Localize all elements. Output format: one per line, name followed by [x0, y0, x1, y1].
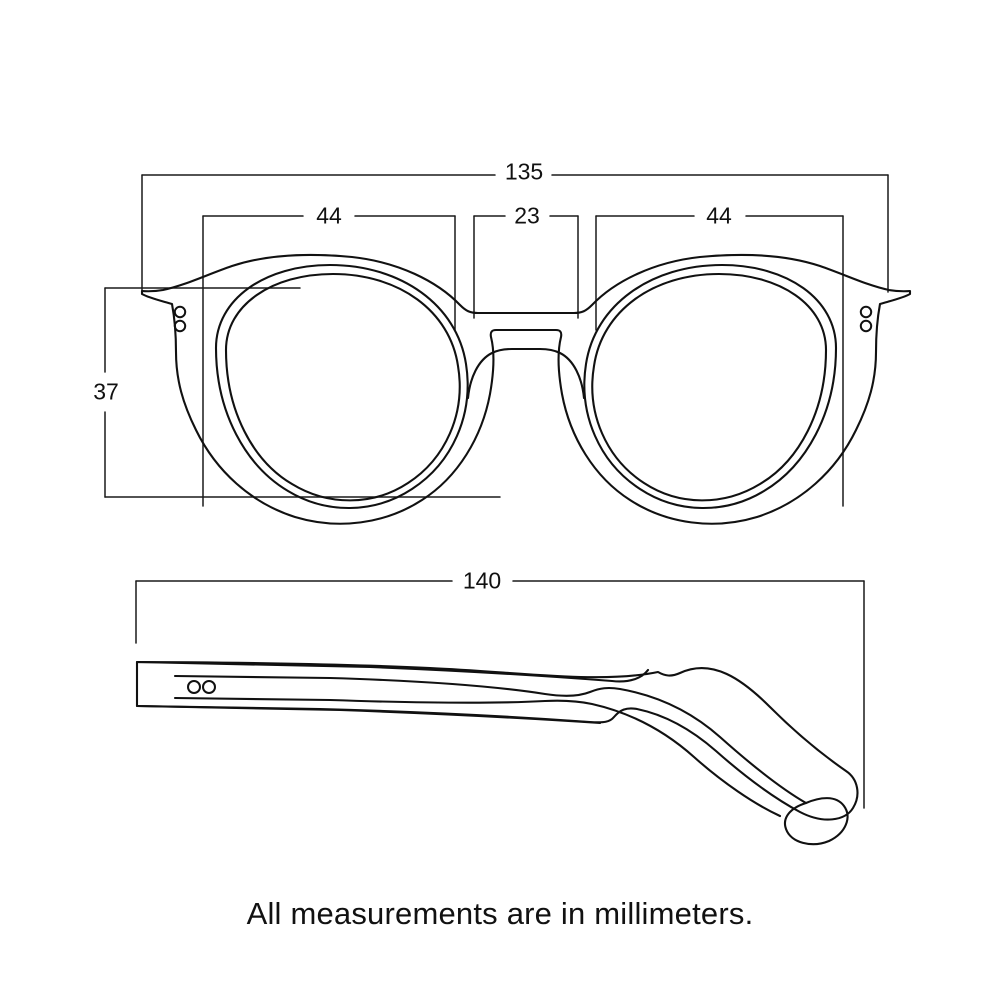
temple-rivet-right [202, 680, 216, 694]
left-lens-inner-rim [224, 272, 461, 502]
left-rivet-bottom [173, 319, 187, 333]
right-lens-outer-rim [583, 263, 838, 510]
dim-label-lens-height: 37 [93, 378, 119, 405]
left-lens-group [214, 263, 469, 510]
dim-label-left-lens-width: 44 [316, 202, 342, 229]
right-rivet-bottom [859, 319, 873, 333]
temple-inner-groove-lower [173, 696, 782, 818]
left-hinge-rivets [173, 305, 187, 333]
left-rivet-top [173, 305, 187, 319]
dimension-lines-front [104, 174, 889, 507]
frame-outer-contour [140, 253, 912, 525]
temple-inner-groove-upper [173, 674, 808, 805]
temple-outline [135, 660, 859, 846]
dim-label-right-lens-width: 44 [706, 202, 732, 229]
frame-outline [140, 253, 912, 525]
nose-arch [466, 347, 586, 400]
right-rivet-top [859, 305, 873, 319]
temple-outer-contour [135, 660, 859, 821]
dim-label-temple-length: 140 [462, 567, 502, 594]
front-view-group [104, 174, 912, 525]
right-lens-inner-rim [591, 272, 828, 502]
right-lens-group [583, 263, 838, 510]
dim-label-total-width: 135 [504, 158, 544, 185]
dimension-lines-temple [135, 580, 865, 809]
left-lens-outer-rim [214, 263, 469, 510]
right-hinge-rivets [859, 305, 873, 333]
temple-tip-rounded [784, 797, 849, 846]
temple-bottom-edge [135, 704, 602, 725]
temple-top-edge [135, 660, 650, 683]
dim-label-bridge-width: 23 [514, 202, 540, 229]
temple-view-group [135, 580, 865, 846]
measurement-units-caption: All measurements are in millimeters. [246, 896, 754, 931]
temple-rivets [187, 680, 216, 694]
bridge-nose-cutout [466, 347, 586, 400]
temple-rivet-left [187, 680, 201, 694]
